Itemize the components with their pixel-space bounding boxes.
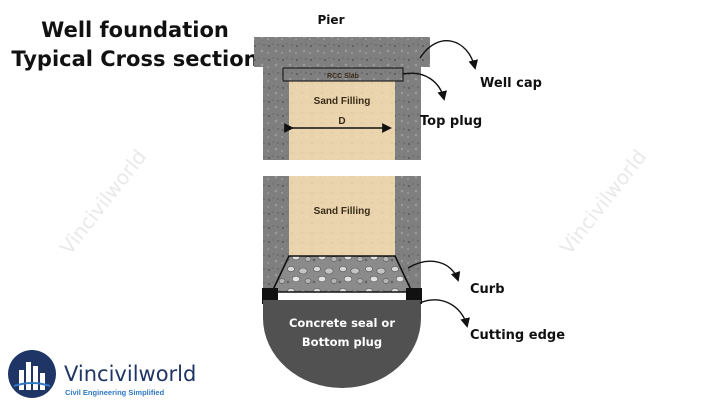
concrete-seal (263, 300, 421, 388)
sand-filling-bottom (289, 176, 395, 256)
curb-arrow (407, 260, 461, 282)
seal-label-line-2: Bottom plug (302, 335, 382, 349)
pier-label: Pier (318, 13, 345, 27)
top-plug-arrow (402, 72, 447, 101)
well-cap-arrow (419, 40, 478, 70)
diameter-label: D (338, 116, 345, 127)
title-line-2: Typical Cross section (11, 47, 259, 71)
rcc-slab-label: RCC Slab (327, 73, 359, 80)
diagram-title: Well foundation Typical Cross section (10, 16, 260, 74)
brand-tagline: Civil Engineering Simplified (65, 388, 165, 397)
sand-filling-top (289, 80, 395, 160)
rcc-slab (282, 67, 404, 82)
seal-label-line-1: Concrete seal or (289, 316, 395, 330)
pier-cap (254, 37, 430, 67)
cutting-edge-label: Cutting edge (470, 328, 565, 343)
brand-logo: Vincivilworld Civil Engineering Simplifi… (6, 348, 206, 400)
well-cap-label: Well cap (480, 76, 542, 91)
cutting-edge-arrow (419, 299, 470, 328)
brand-name: Vincivilworld (64, 362, 197, 386)
sand-filling-bottom-label: Sand Filling (314, 206, 371, 217)
curb-label: Curb (470, 282, 505, 297)
sand-filling-top-label: Sand Filling (314, 96, 371, 107)
brand-logo-icon (8, 350, 56, 398)
top-plug-label: Top plug (420, 114, 482, 129)
curb (270, 255, 414, 293)
title-line-1: Well foundation (41, 18, 229, 42)
